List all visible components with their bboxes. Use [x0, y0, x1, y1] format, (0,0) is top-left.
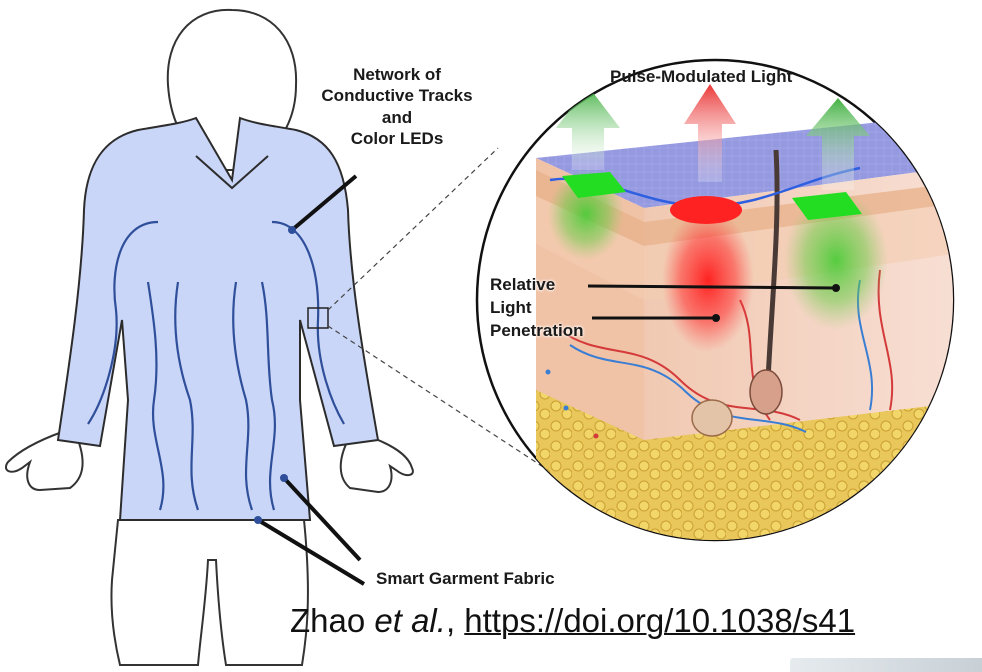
- network-label-line-1: Network of: [312, 64, 482, 85]
- relative-penetration-label: Relative Light Penetration: [490, 274, 584, 343]
- red-penetration: [662, 208, 754, 352]
- citation-author: Zhao: [290, 602, 374, 639]
- pulse-modulated-light-label: Pulse-Modulated Light: [610, 66, 792, 87]
- red-led: [670, 196, 742, 224]
- citation-separator: ,: [446, 602, 464, 639]
- garment: [58, 118, 378, 520]
- relative-label-line-3: Penetration: [490, 320, 584, 343]
- relative-label-line-1: Relative: [490, 274, 584, 297]
- corner-image-fragment: [790, 658, 982, 672]
- network-label: Network of Conductive Tracks and Color L…: [312, 64, 482, 149]
- citation: Zhao et al., https://doi.org/10.1038/s41: [290, 602, 855, 640]
- relative-label-line-2: Light: [490, 297, 584, 320]
- network-label-line-4: Color LEDs: [312, 128, 482, 149]
- network-label-line-3: and: [312, 107, 482, 128]
- smart-garment-fabric-label: Smart Garment Fabric: [376, 568, 555, 589]
- legs: [111, 520, 307, 665]
- doi-link[interactable]: https://doi.org/10.1038/s41: [464, 602, 855, 639]
- network-label-line-2: Conductive Tracks: [312, 85, 482, 106]
- citation-etal: et al.: [374, 602, 446, 639]
